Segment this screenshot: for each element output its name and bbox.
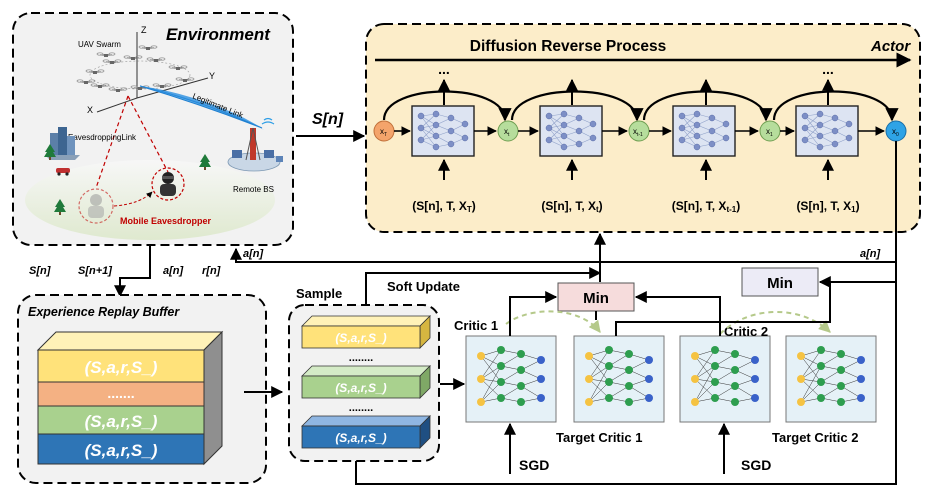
buffer-layer-text: (S,a,r,S_) [85, 412, 158, 431]
action-path [230, 141, 897, 263]
sample-item: (S,a,r,S_) [301, 415, 431, 449]
buffer-layer [37, 405, 205, 435]
sgd-links [355, 262, 897, 485]
x-node: xt [497, 120, 519, 142]
svg-text:(S,a,r,S_): (S,a,r,S_) [335, 431, 386, 445]
x-node: x0 [885, 120, 907, 142]
sample-title: Sample [296, 286, 342, 301]
condition-2: (S[n], T, Xt) [541, 199, 602, 214]
sample-dots: ........ [349, 402, 373, 414]
sample-item: (S,a,r,S_) [301, 365, 431, 399]
denoise-net-3 [672, 105, 736, 157]
denoise-net-2 [539, 105, 603, 157]
mobile-eavesdropper-label: Mobile Eavesdropper [120, 216, 212, 226]
sample-item: (S,a,r,S_) [301, 315, 431, 349]
buffer-layer [37, 381, 205, 407]
s-n-label: S[n] [29, 265, 51, 277]
environment-title: Environment [166, 25, 271, 44]
ellipsis-2: ... [822, 61, 834, 77]
min-left-box: Min [557, 282, 635, 312]
target-critic-1-label: Target Critic 1 [556, 430, 642, 445]
net-output-arrows [438, 78, 834, 105]
state-label: S[n] [312, 111, 344, 128]
svg-text:Min: Min [767, 275, 793, 292]
uav-swarm-label: UAV Swarm [78, 40, 121, 49]
r-n-label: r[n] [202, 265, 221, 277]
environment-panel: Environment Z Y X UAV Swarm Legitimate L… [12, 12, 294, 246]
buffer-layer-text: (S,a,r,S_) [85, 358, 158, 377]
critic-1-label: Critic 1 [454, 318, 498, 333]
buffer-layer [37, 433, 205, 465]
x-node: x1 [759, 120, 781, 142]
condition-arrows [438, 158, 834, 180]
svg-text:xt: xt [504, 127, 510, 138]
target-critic-1-net [573, 335, 665, 423]
a-n-label: a[n] [163, 265, 184, 277]
critic-1-net [465, 335, 557, 423]
axis-y: Y [209, 71, 215, 81]
eavesdropping-link-label: EavesdroppingLink [68, 133, 137, 142]
critic-min-links [509, 276, 831, 336]
target-critic-2-net [785, 335, 877, 423]
svg-text:x0: x0 [892, 127, 899, 138]
svg-text:x1: x1 [766, 127, 773, 138]
remote-bs-icon [227, 117, 283, 172]
svg-text:(S,a,r,S_): (S,a,r,S_) [335, 381, 386, 395]
replay-buffer-panel: Experience Replay Buffer (S,a,r,S_) ....… [17, 294, 267, 484]
denoise-net-4 [795, 105, 859, 157]
svg-text:xT: xT [380, 127, 387, 138]
soft-update-arc-2 [719, 311, 831, 335]
actor-panel: Diffusion Reverse Process Actor ... ... … [365, 23, 921, 233]
eavesdropper-move-arrow [113, 191, 153, 207]
condition-1: (S[n], T, XT) [412, 199, 476, 214]
ground [25, 160, 275, 240]
s-n1-label: S[n+1] [78, 265, 112, 277]
remote-bs-label: Remote BS [233, 185, 274, 194]
replay-buffer-title: Experience Replay Buffer [28, 305, 180, 319]
transition-arrow [114, 245, 151, 298]
sgd-right-label: SGD [741, 457, 771, 473]
x-node: xT [373, 120, 395, 142]
diffusion-process-title: Diffusion Reverse Process [470, 38, 666, 55]
eavesdropping-lines [95, 95, 169, 189]
actor-title: Actor [870, 38, 911, 55]
buffer-layer-text: (S,a,r,S_) [85, 441, 158, 460]
eavesdropper-ghost-icon [78, 188, 114, 224]
action-actor-label: a[n] [860, 248, 881, 260]
ellipsis-1: ... [438, 61, 450, 77]
sample-to-actor [365, 267, 602, 305]
action-env-label: a[n] [243, 248, 264, 260]
soft-update-arc-1 [505, 310, 601, 333]
soft-update-label: Soft Update [387, 279, 460, 294]
svg-text:xt-1: xt-1 [633, 127, 643, 138]
uav-swarm [76, 45, 195, 93]
buffer-layer-dots: ....... [107, 385, 134, 401]
condition-4: (S[n], T, X1) [796, 199, 859, 214]
sgd-left-label: SGD [519, 457, 549, 473]
axis-x: X [87, 105, 93, 115]
condition-3: (S[n], T, Xt-1) [672, 199, 740, 214]
sample-panel: Sample (S,a,r,S_) ........ (S,a,r,S_) ..… [288, 286, 440, 462]
buffer-layer [37, 349, 205, 383]
sample-dots: ........ [349, 352, 373, 364]
eavesdropper-icon [151, 167, 185, 201]
svg-text:(S,a,r,S_): (S,a,r,S_) [335, 331, 386, 345]
critic-2-label: Critic 2 [724, 324, 768, 339]
axis-z: Z [141, 25, 147, 35]
x-node: xt-1 [628, 120, 650, 142]
buffer-stack: (S,a,r,S_) ....... (S,a,r,S_) (S,a,r,S_) [36, 330, 224, 466]
car-icon [56, 168, 70, 176]
target-critic-2-label: Target Critic 2 [772, 430, 858, 445]
denoise-net-1 [411, 105, 475, 157]
svg-text:Min: Min [583, 290, 609, 307]
min-right-box: Min [741, 267, 819, 297]
critic-2-net [679, 335, 771, 423]
